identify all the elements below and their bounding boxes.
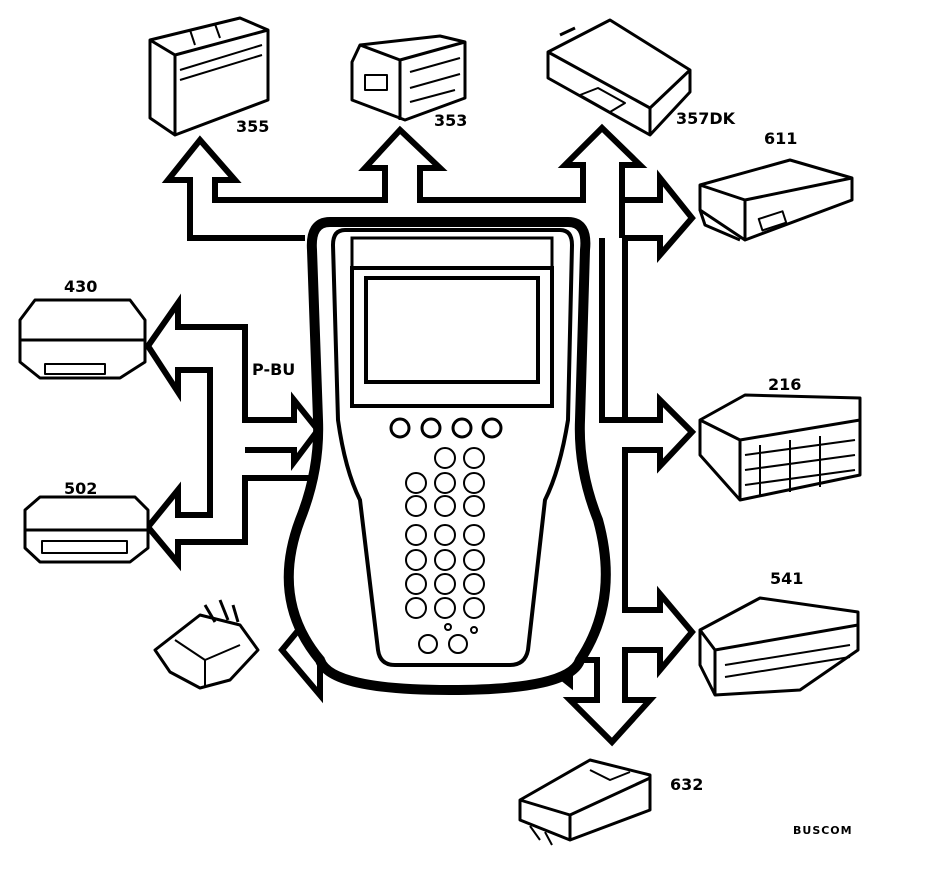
key [470,626,478,634]
key [405,597,427,619]
label-355: 355 [236,117,269,136]
keypad [405,447,485,654]
labels: 355 353 357DK 611 430 502 216 541 632 P-… [64,109,853,837]
key [448,634,468,654]
function-key [389,417,411,439]
key [463,573,485,595]
key [434,549,456,571]
corner-code: BUSCOM [793,824,853,837]
key [444,623,452,631]
module-430 [18,298,147,380]
key [405,573,427,595]
function-key [420,417,442,439]
diagnostic-connector [153,599,260,690]
module-632 [518,758,652,846]
key [463,447,485,469]
label-632: 632 [670,775,703,794]
diagnostic-tester [283,217,611,696]
key [463,524,485,546]
module-216 [698,393,862,502]
key [434,597,456,619]
label-216: 216 [768,375,801,394]
key [463,472,485,494]
label-p-bu: P-BU [252,360,295,379]
module-611 [698,158,854,242]
module-502 [23,495,150,564]
key [434,472,456,494]
label-502: 502 [64,479,97,498]
module-355 [148,16,270,137]
key [463,495,485,517]
left-bus-arrows [144,293,330,572]
key [463,597,485,619]
key [434,495,456,517]
key [405,495,427,517]
function-key [451,417,473,439]
key [405,472,427,494]
key [405,524,427,546]
tester-screen [364,276,540,384]
label-357dk: 357DK [676,109,736,128]
module-353 [350,34,467,122]
key [418,634,438,654]
tester-top-bezel [350,236,554,270]
label-353: 353 [434,111,467,130]
function-keys [389,417,503,439]
label-430: 430 [64,277,97,296]
module-541 [698,596,860,697]
key [405,549,427,571]
key [434,447,456,469]
key [463,549,485,571]
label-611: 611 [764,129,797,148]
function-key [481,417,503,439]
key [434,524,456,546]
top-bus-arrows [161,123,648,241]
module-357dk [546,18,692,137]
label-541: 541 [770,569,803,588]
key [434,573,456,595]
